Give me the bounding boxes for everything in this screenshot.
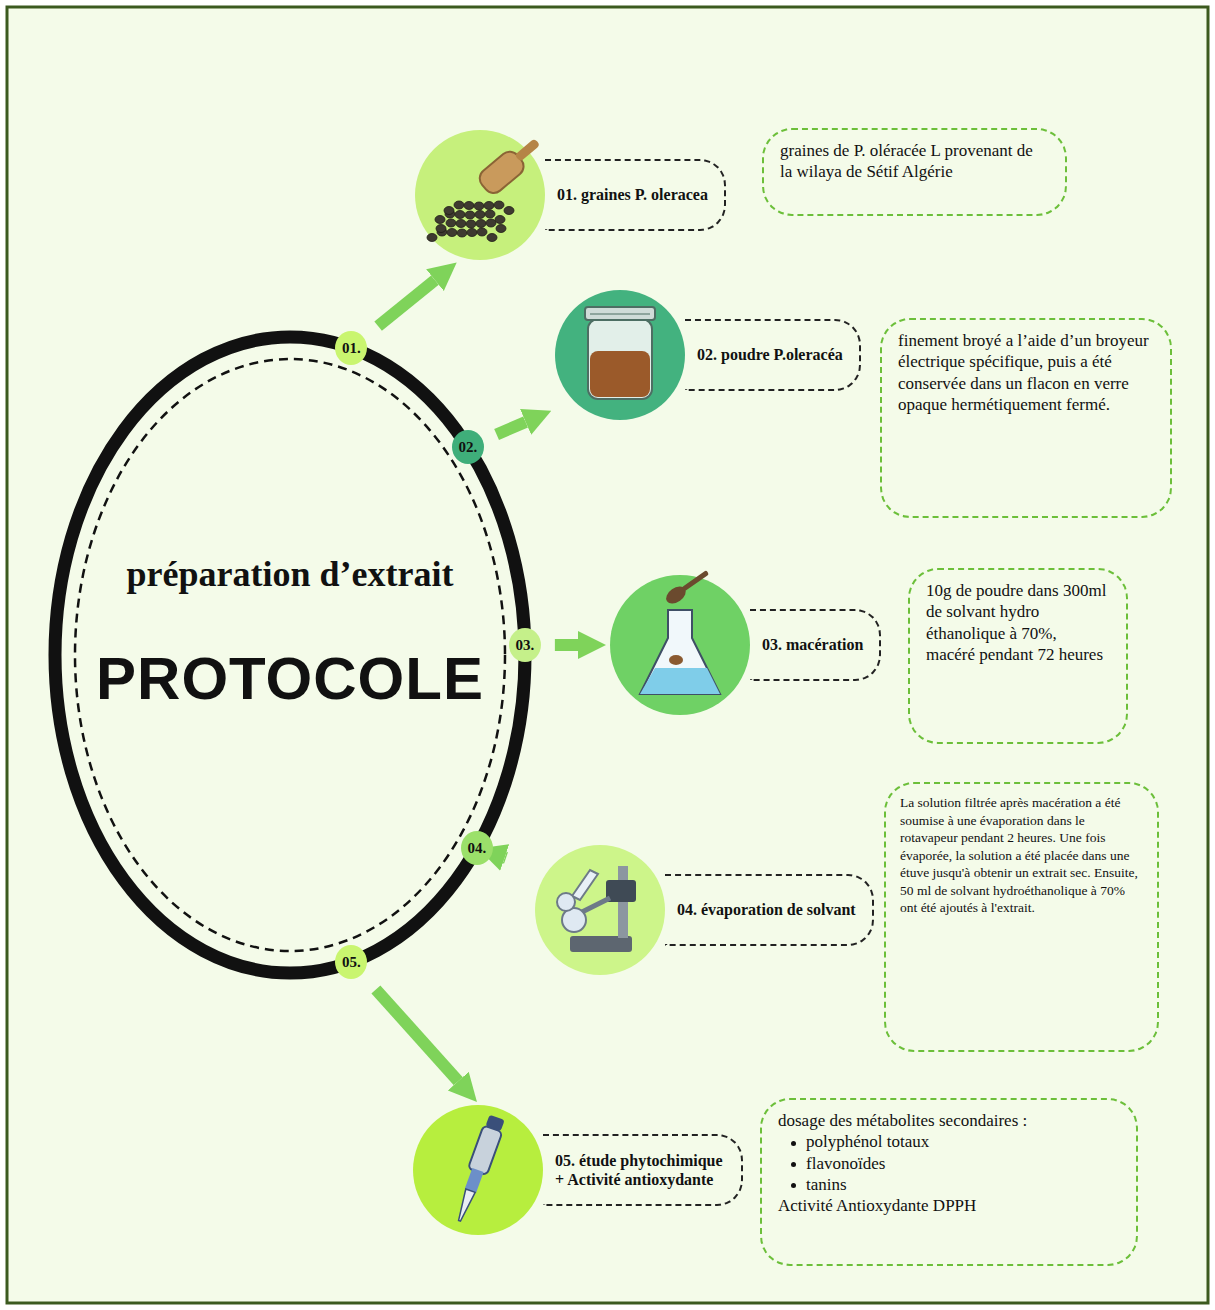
rotavapor-icon bbox=[557, 866, 636, 952]
description-box: graines de P. oléracée L provenant de la… bbox=[762, 128, 1067, 216]
flow-arrow bbox=[555, 639, 578, 651]
description-text: La solution filtrée après macération a é… bbox=[900, 794, 1143, 917]
step-label-frame: 02. poudre P.oleracéa bbox=[685, 319, 861, 391]
step-title: 05. étude phytochimique + Activité antio… bbox=[555, 1151, 725, 1189]
step-number-badge: 05. bbox=[335, 945, 367, 979]
step-title: 01. graines P. oleracea bbox=[557, 185, 708, 204]
step-label-box: 02. poudre P.oleracéa bbox=[555, 290, 861, 420]
icon-circle bbox=[555, 290, 685, 420]
text-run: Activité Antioxydante DPPH bbox=[778, 1196, 976, 1215]
description-box: La solution filtrée après macération a é… bbox=[884, 782, 1159, 1052]
description-text: dosage des métabolites secondaires : bbox=[778, 1110, 1120, 1131]
flow-arrow bbox=[505, 851, 506, 863]
step-number: 02. bbox=[458, 439, 477, 456]
seeds-icon bbox=[427, 132, 546, 241]
protocol-circle: préparation d’extraitPROTOCOLE bbox=[40, 325, 540, 985]
text-run: 10g de poudre dans 300ml de solvant hydr… bbox=[926, 581, 1106, 664]
text-run: dosage des métabolites secondaires : bbox=[778, 1111, 1027, 1130]
step-number: 03. bbox=[516, 637, 535, 654]
flask-icon bbox=[640, 567, 720, 694]
diagram-heading: PROTOCOLE bbox=[40, 646, 540, 712]
pipette-icon bbox=[450, 1114, 506, 1224]
description-text: graines de P. oléracée L provenant de la… bbox=[780, 140, 1049, 183]
text-run: flavonoïdes bbox=[806, 1154, 885, 1173]
description-box: 10g de poudre dans 300ml de solvant hydr… bbox=[908, 568, 1128, 744]
icon-circle bbox=[610, 575, 750, 715]
step-label-frame: 04. évaporation de solvant bbox=[665, 874, 874, 946]
description-text: 10g de poudre dans 300ml de solvant hydr… bbox=[926, 580, 1110, 665]
step-title: 04. évaporation de solvant bbox=[677, 900, 856, 919]
step-number-badge: 03. bbox=[509, 628, 541, 662]
jar-icon bbox=[585, 307, 655, 399]
step-label-box: 01. graines P. oleracea bbox=[415, 130, 726, 260]
icon-circle bbox=[535, 845, 665, 975]
step-label-frame: 03. macération bbox=[750, 609, 881, 681]
bullet-dot bbox=[791, 1141, 796, 1146]
flow-arrow bbox=[378, 280, 435, 326]
bullet-dot bbox=[791, 1162, 796, 1167]
step-label-box: 05. étude phytochimique + Activité antio… bbox=[413, 1105, 743, 1235]
description-box: dosage des métabolites secondaires : poly… bbox=[760, 1098, 1138, 1266]
step-title: 02. poudre P.oleracéa bbox=[697, 345, 843, 364]
step-label-box: 03. macération bbox=[610, 575, 882, 715]
step-label-frame: 01. graines P. oleracea bbox=[545, 159, 726, 231]
step-number-badge: 04. bbox=[461, 831, 493, 865]
step-number-badge: 01. bbox=[335, 331, 367, 365]
text-run: finement broyé a l’aide d’un broyeur éle… bbox=[898, 331, 1149, 414]
text-run: La solution filtrée après macération a é… bbox=[900, 795, 1138, 915]
step-label-box: 04. évaporation de solvant bbox=[535, 845, 874, 975]
step-title: 03. macération bbox=[762, 635, 863, 654]
step-number: 05. bbox=[342, 954, 361, 971]
step-number-badge: 02. bbox=[452, 430, 484, 464]
icon-circle bbox=[413, 1105, 543, 1235]
diagram-title: préparation d’extrait bbox=[40, 555, 540, 595]
step-number: 04. bbox=[467, 840, 486, 857]
bullet-item: polyphénol totaux bbox=[778, 1131, 1120, 1152]
step-label-frame: 05. étude phytochimique + Activité antio… bbox=[543, 1134, 743, 1206]
icon-circle bbox=[415, 130, 545, 260]
frame bbox=[7, 7, 1208, 1303]
bullet-item: flavonoïdes bbox=[778, 1153, 1120, 1174]
description-text: Activité Antioxydante DPPH bbox=[778, 1195, 1120, 1216]
text-run: graines de P. oléracée L provenant de la… bbox=[780, 141, 1033, 181]
description-text: finement broyé a l’aide d’un broyeur éle… bbox=[898, 330, 1154, 415]
step-number: 01. bbox=[342, 340, 361, 357]
bullet-item: tanins bbox=[778, 1174, 1120, 1195]
flow-arrow bbox=[376, 989, 458, 1081]
text-run: tanins bbox=[806, 1175, 847, 1194]
flow-arrow bbox=[497, 422, 526, 435]
text-run: polyphénol totaux bbox=[806, 1132, 929, 1151]
description-box: finement broyé a l’aide d’un broyeur éle… bbox=[880, 318, 1172, 518]
bullet-dot bbox=[791, 1183, 796, 1188]
